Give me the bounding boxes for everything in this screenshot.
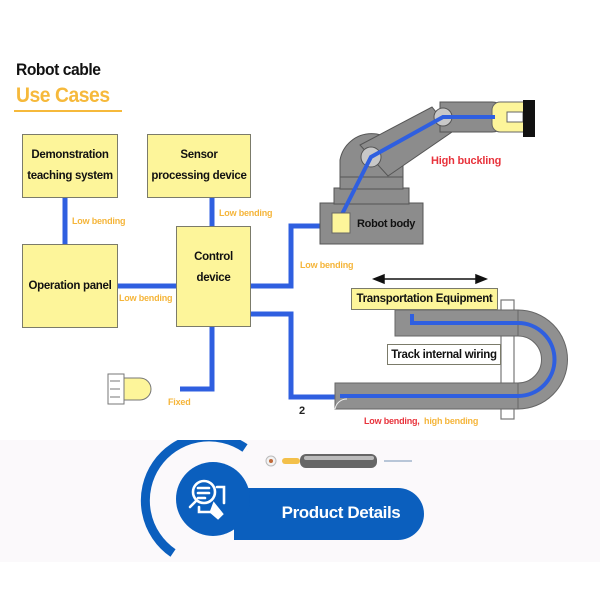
product-details-pill[interactable] (234, 488, 424, 540)
cable-control-connector (180, 326, 215, 392)
label-sensor-link: Low bending (219, 208, 273, 218)
label-high-buckling: High buckling (431, 155, 502, 167)
robot-arm (319, 100, 535, 245)
robot-body-label: Robot body (357, 218, 416, 230)
decor-arc (140, 440, 248, 557)
box-transportation-equipment: Transportation Equipment (351, 288, 498, 310)
box-operation-panel: Operation panel (22, 244, 118, 328)
banner-graphics (140, 440, 412, 557)
cable-control-robot (250, 223, 334, 289)
robot-joint-box (331, 212, 351, 234)
page-marker: 2 (299, 405, 306, 417)
label-track-bending: Low bending, high bending (364, 416, 479, 426)
search-document-icon (188, 479, 226, 520)
subtitle-underline (14, 110, 122, 112)
box-track-internal-wiring: Track internal wiring (387, 344, 501, 365)
label-operation-link: Low bending (119, 293, 173, 303)
label-robot-link: Low bending (300, 260, 354, 270)
drag-chain (334, 299, 568, 420)
page-subtitle: Use Cases (16, 84, 110, 107)
connector-plug (107, 373, 152, 405)
label-connector-link: Fixed (168, 397, 191, 407)
label-demo-link: Low bending (72, 216, 126, 226)
diagram-canvas (62, 100, 568, 420)
product-details-button[interactable]: Product Details (281, 503, 401, 522)
movement-arrow (371, 273, 489, 285)
page-title: Robot cable (16, 60, 101, 79)
